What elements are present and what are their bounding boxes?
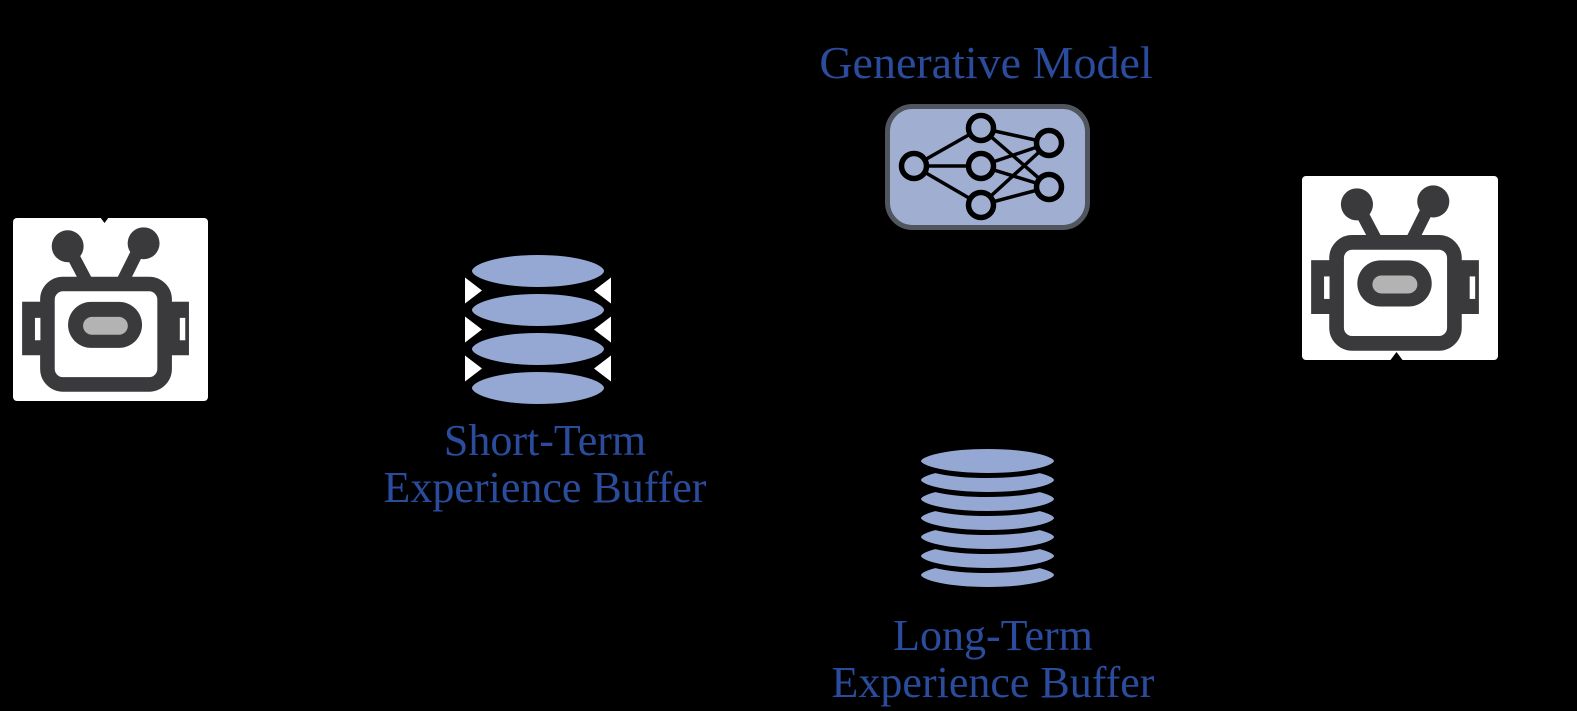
neural-network-icon (885, 104, 1090, 230)
long-term-buffer-label-line1: Long-Term (893, 611, 1093, 660)
agent-left (13, 218, 208, 401)
long-term-buffer-icon (916, 444, 1059, 592)
short-term-buffer-label: Short-Term Experience Buffer (335, 417, 755, 511)
short-term-buffer-icon (465, 249, 611, 410)
short-term-buffer-label-line1: Short-Term (443, 416, 647, 465)
robot-icon (22, 227, 189, 392)
robot-icon (1311, 185, 1479, 351)
generative-model-label: Generative Model (819, 37, 1153, 88)
long-term-buffer-label: Long-Term Experience Buffer (783, 612, 1203, 706)
generative-model-box (885, 104, 1090, 230)
arrowhead-down-icon (97, 213, 112, 223)
agent-right (1302, 176, 1498, 360)
short-term-buffer-label-line2: Experience Buffer (383, 463, 707, 512)
long-term-buffer-label-line2: Experience Buffer (831, 658, 1155, 707)
arrowhead-up-icon (1389, 352, 1404, 362)
